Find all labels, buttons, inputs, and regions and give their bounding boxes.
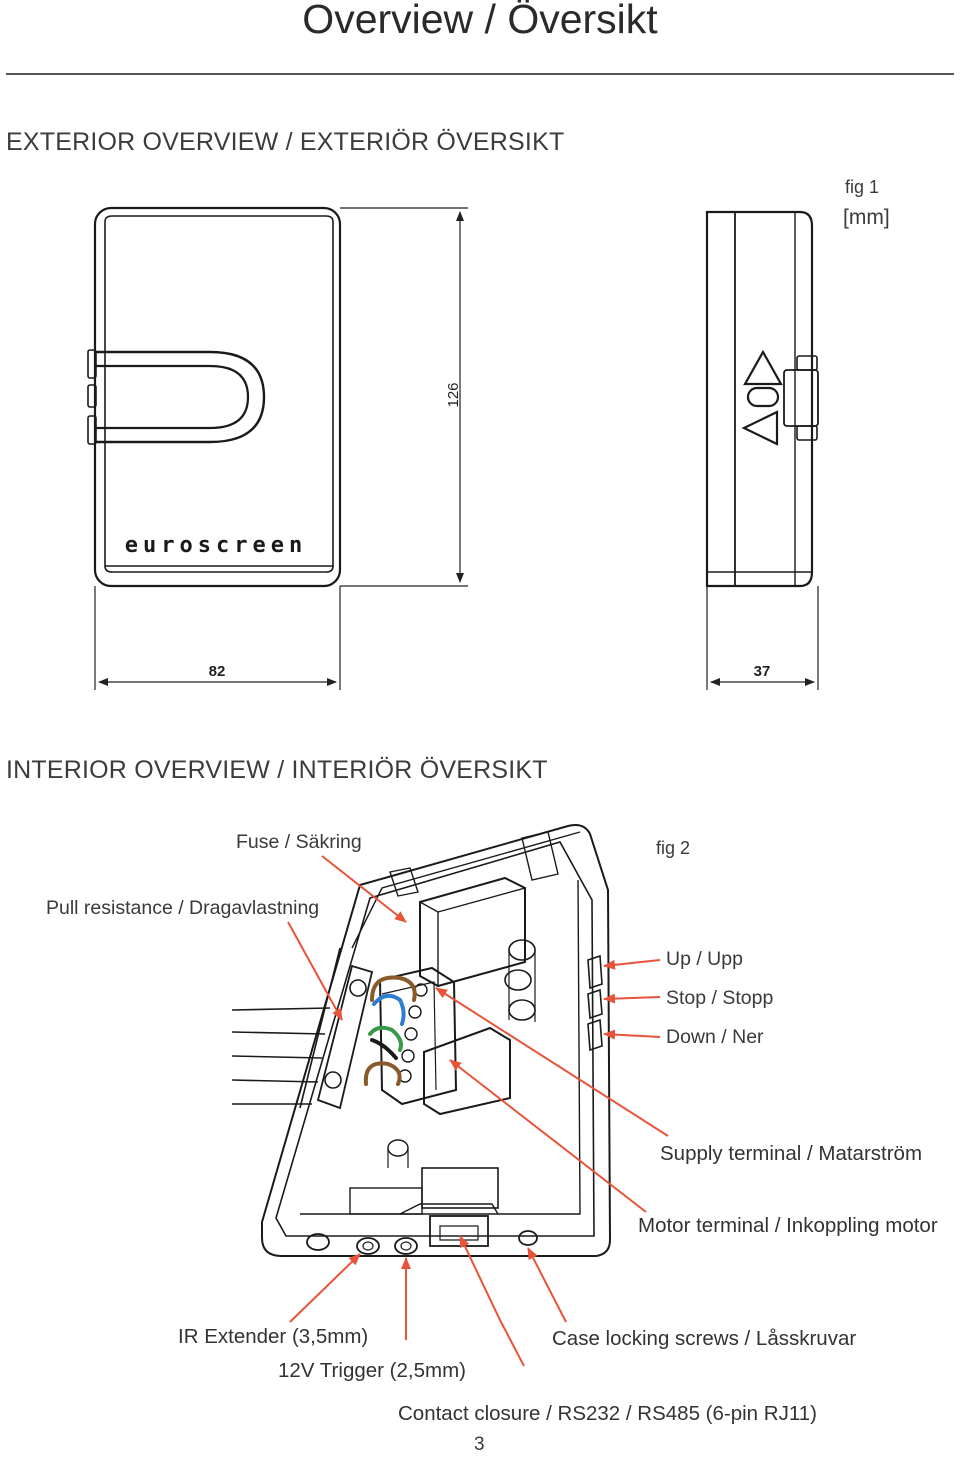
relay-top	[419, 876, 526, 988]
contact-arrow	[459, 1235, 525, 1367]
motor-terminal-label: Motor terminal / Inkoppling motor	[638, 1214, 938, 1237]
strain-relief-bar	[316, 964, 374, 1110]
device-side-outline	[705, 210, 814, 588]
fig2-label: fig 2	[656, 838, 691, 858]
rj11-port	[429, 1215, 489, 1247]
fig1-label: fig 1	[845, 177, 880, 197]
side-button-stop	[587, 988, 603, 1020]
screws-arrow	[527, 1247, 567, 1323]
fuse-label: Fuse / Säkring	[236, 831, 362, 853]
stop-icon	[746, 386, 780, 408]
contact-closure-label: Contact closure / RS232 / RS485 (6-pin R…	[398, 1402, 817, 1425]
title-divider	[6, 73, 954, 75]
trigger-label: 12V Trigger (2,5mm)	[278, 1359, 466, 1382]
side-button-bottom	[87, 415, 97, 445]
dim-height-label: 126	[445, 382, 462, 407]
pull-handle	[96, 350, 266, 444]
up-label: Up / Upp	[666, 948, 743, 970]
trigger-jack-1	[356, 1237, 380, 1255]
interior-case-outline	[261, 824, 612, 1257]
dim-width-label: 82	[209, 663, 226, 680]
height-dimension	[340, 207, 468, 587]
trigger-jack-2	[394, 1237, 418, 1255]
case-screws-label: Case locking screws / Låsskruvar	[552, 1327, 857, 1350]
stop-arrow	[603, 993, 661, 1004]
side-button-down	[587, 1018, 603, 1052]
side-button-mid	[87, 384, 97, 408]
side-button-up	[587, 954, 603, 990]
pull-arrow	[287, 921, 343, 1021]
case-screw-hole	[518, 1230, 538, 1246]
interior-heading: INTERIOR OVERVIEW / INTERIÖR ÖVERSIKT	[6, 756, 548, 784]
dim-depth-label: 37	[754, 663, 771, 680]
depth-dimension	[706, 586, 819, 690]
up-arrow-icon	[743, 349, 783, 386]
supply-terminal-block	[378, 966, 458, 1106]
up-arrow	[603, 959, 661, 970]
device-side-view	[705, 210, 819, 588]
annotation-arrows	[287, 855, 669, 1367]
fuse-arrow	[321, 855, 407, 923]
device-front-outline	[93, 206, 342, 588]
supply-arrow	[435, 987, 669, 1137]
device-front-view	[87, 206, 342, 588]
ir-arrow	[289, 1253, 361, 1323]
stop-label: Stop / Stopp	[666, 987, 774, 1009]
side-button-top	[87, 349, 97, 379]
pull-resistance-label: Pull resistance / Dragavlastning	[46, 897, 320, 919]
supply-terminal-label: Supply terminal / Matarström	[660, 1142, 923, 1165]
exterior-heading: EXTERIOR OVERVIEW / EXTERIÖR ÖVERSIKT	[6, 128, 565, 156]
down-arrow-icon	[741, 410, 779, 446]
brand-logo: euroscreen	[125, 533, 307, 558]
unit-label: [mm]	[843, 206, 890, 229]
page-title: Overview / Översikt	[302, 0, 658, 42]
relay-bottom	[423, 1026, 511, 1116]
page-number: 3	[474, 1434, 485, 1455]
device-interior-view	[231, 824, 612, 1257]
down-label: Down / Ner	[666, 1026, 764, 1048]
strain-relief-screw-top	[349, 979, 367, 997]
width-dimension	[94, 586, 341, 690]
motor-arrow	[449, 1059, 647, 1213]
down-arrow	[603, 1029, 661, 1040]
ir-extender-label: IR Extender (3,5mm)	[178, 1325, 369, 1348]
ir-extender-jack	[306, 1233, 330, 1251]
wires	[363, 975, 417, 1086]
strain-relief-screw-bottom	[324, 1071, 342, 1089]
